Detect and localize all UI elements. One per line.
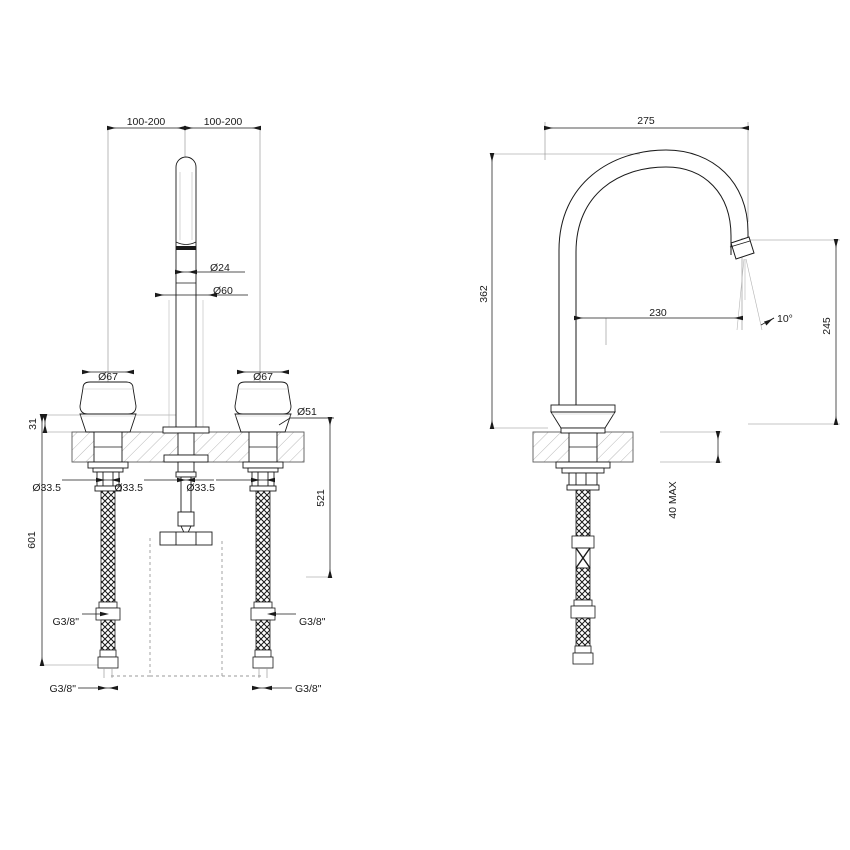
dim-spread-right: 100-200 [204,116,243,128]
dim-escutcheon: Ø51 [297,406,317,418]
spout-base-side [550,404,616,491]
spout-arc [558,149,755,408]
dim-hose-height: 521 [315,489,327,507]
handle-assembly-right [234,381,292,492]
side-extension-lines [492,122,840,463]
front-dimension-labels: 100-200 100-200 Ø24 Ø60 Ø67 Ø67 31 Ø51 Ø… [26,116,327,695]
dim-overall-height: 601 [26,531,38,549]
dim-shank-left: Ø33.5 [32,482,61,494]
dim-aerator-angle: 10° [777,313,793,325]
dim-spout-bore: Ø24 [210,262,230,274]
dim-shank-center: Ø33.5 [114,482,143,494]
dim-handle-cap-right: Ø67 [253,371,273,383]
dim-thread-right-lower: G3/8" [295,683,322,695]
dim-aerator-height: 245 [821,317,833,335]
dim-thread-left-upper: G3/8" [53,616,80,628]
side-view: 275 362 230 245 10° 40 MAX [478,115,840,665]
front-dimension-lines [39,125,334,691]
dim-spout-projection: 230 [649,307,667,319]
dim-spout-body: Ø60 [213,285,233,297]
front-view: 100-200 100-200 Ø24 Ø60 Ø67 Ø67 31 Ø51 Ø… [26,116,334,695]
flex-hose-side [570,489,596,665]
side-dimension-lines [489,125,839,463]
flex-hose-left [95,490,121,678]
dim-thread-left-lower: G3/8" [50,683,77,695]
dim-spout-reach: 275 [637,115,655,127]
dim-shank-right: Ø33.5 [186,482,215,494]
dim-handle-base-height: 31 [27,418,39,430]
water-jet-indicator [736,258,763,331]
dim-thread-right-upper: G3/8" [299,616,326,628]
dim-handle-cap-left: Ø67 [98,371,118,383]
spout-mounting [159,426,213,546]
flex-hose-right [250,490,276,678]
spout-column [168,156,204,431]
side-dimension-labels: 275 362 230 245 10° 40 MAX [478,115,833,519]
dim-spread-left: 100-200 [127,116,166,128]
dim-max-deck-thickness: 40 MAX [667,481,679,518]
supply-routing-outline [108,538,262,677]
dim-spout-total-height: 362 [478,285,490,303]
